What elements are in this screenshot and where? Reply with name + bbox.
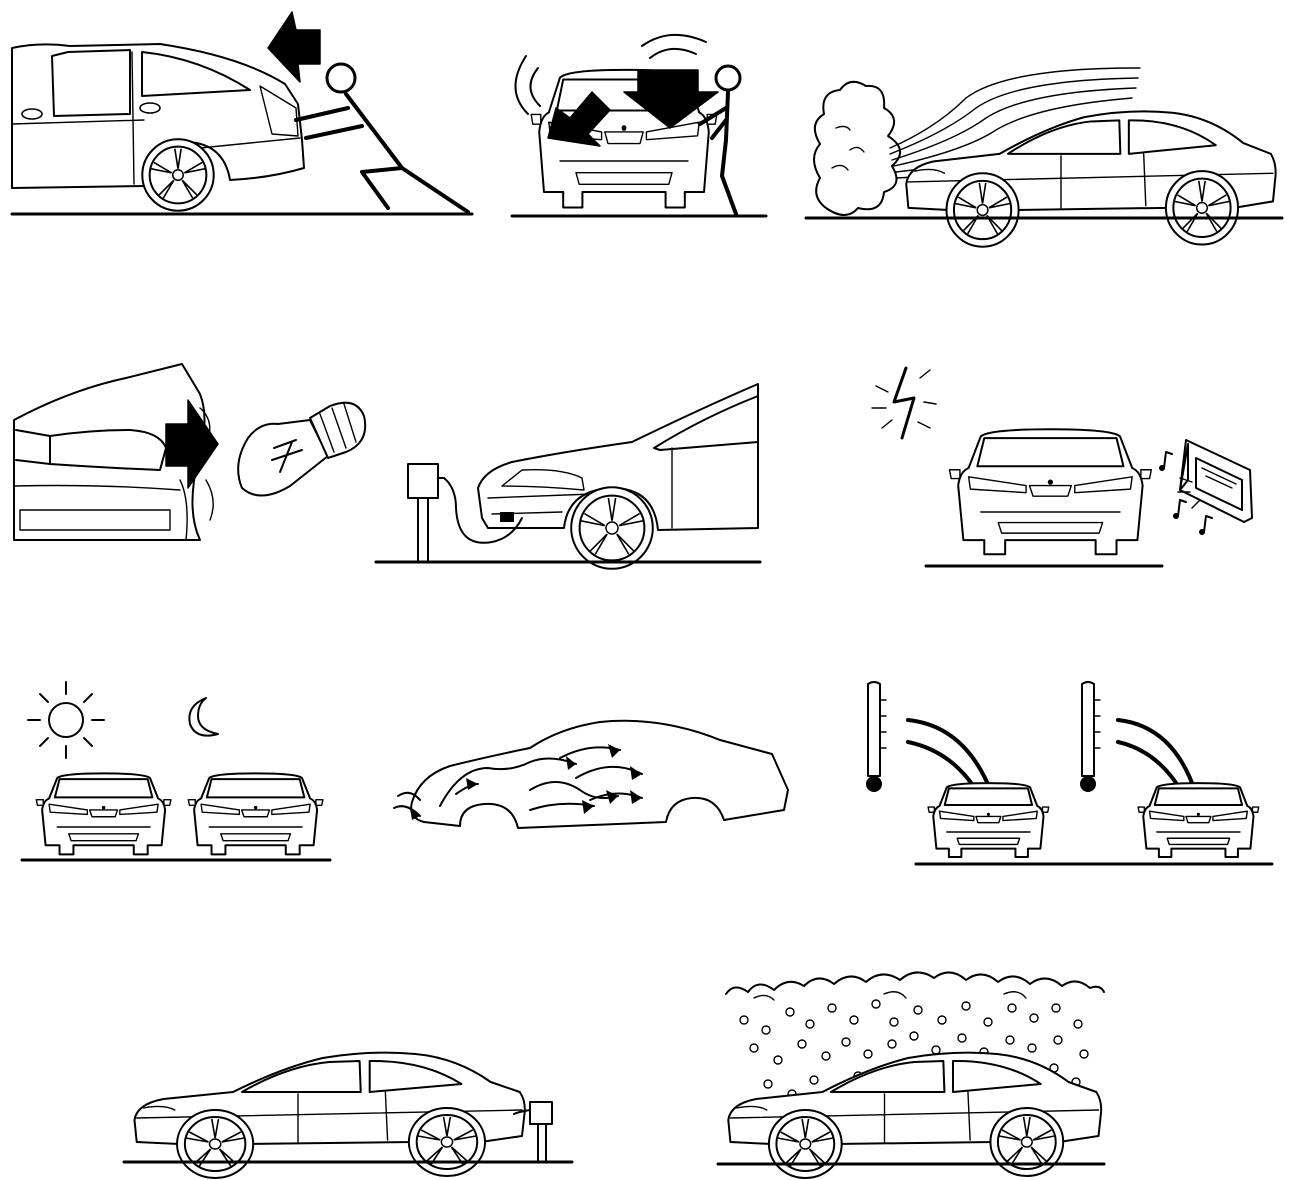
rear-car-icon xyxy=(10,8,476,220)
lightning-icon xyxy=(862,358,1282,572)
arrow-icon xyxy=(10,360,370,550)
panel-plug-in-rear xyxy=(120,1040,578,1168)
front-car-icon xyxy=(18,772,334,868)
sun-icon xyxy=(18,678,334,868)
car-outline-icon xyxy=(380,718,792,842)
thermometer-icon xyxy=(866,676,1276,792)
panel-temperature xyxy=(856,676,1276,870)
power-post-icon xyxy=(120,1040,578,1168)
arrow-icon xyxy=(500,28,770,222)
person-rocking-icon xyxy=(500,28,770,222)
panel-radio-interference xyxy=(862,358,1282,572)
cable-icon xyxy=(372,378,764,570)
side-car-icon xyxy=(714,964,1108,1172)
push-arrow-icon xyxy=(10,8,476,220)
cloud-icon xyxy=(714,964,1108,1172)
ground-line xyxy=(120,1040,578,1168)
front-car-icon xyxy=(856,782,1276,870)
panel-ventilation xyxy=(380,718,792,842)
panel-push-start xyxy=(10,8,476,220)
panel-day-night xyxy=(18,678,334,868)
panel-hail xyxy=(714,964,1108,1172)
side-car-front-icon xyxy=(372,378,764,570)
front-car-icon xyxy=(862,428,1282,572)
panel-rocking xyxy=(500,28,770,222)
ground-line xyxy=(372,378,764,570)
front-car-icon xyxy=(500,68,770,222)
panel-exhaust-smoke xyxy=(806,58,1286,228)
person-pushing-icon xyxy=(10,8,476,220)
side-car-icon xyxy=(806,58,1286,228)
airflow-arrow-icon xyxy=(380,744,792,820)
vibration-waves-icon xyxy=(500,28,770,222)
headlamp-closeup-icon xyxy=(10,360,370,550)
smoke-cloud-icon xyxy=(806,58,1286,228)
panel-block-heater xyxy=(372,378,764,570)
moon-icon xyxy=(18,678,334,868)
music-note-icon xyxy=(1159,358,1282,535)
panel-bulb xyxy=(10,360,370,550)
bulb-icon xyxy=(10,360,370,550)
